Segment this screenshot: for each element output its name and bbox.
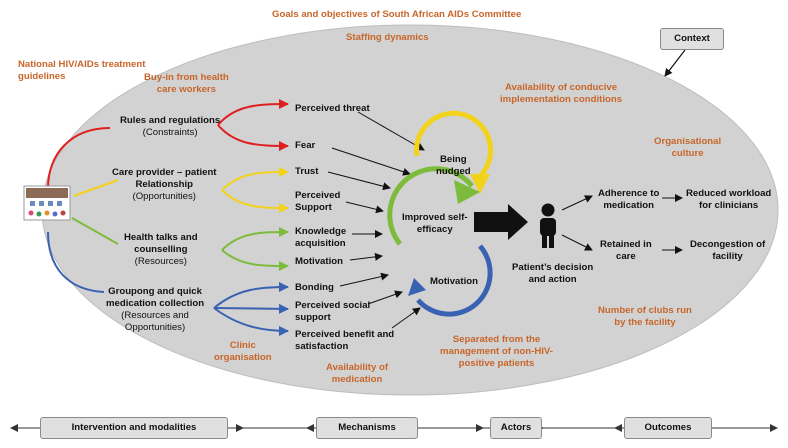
mechanism-perceived-threat: Perceived threat: [295, 103, 370, 114]
arrow-trust-cycle: [327, 171, 391, 191]
arrow-motivation-cycle: [349, 252, 383, 261]
bottom-arrow-right-head: [770, 424, 778, 432]
blue-connector: [47, 231, 105, 293]
blue-arrow-bonding: [213, 282, 289, 309]
green-cycle-arc: [387, 166, 474, 246]
context-box: Context: [660, 28, 724, 50]
green-cycle-head: [454, 180, 480, 204]
patient-person-icon: [540, 203, 556, 248]
diagram-title: Goals and objectives of South African AI…: [272, 9, 522, 20]
arrow-support-cycle: [345, 201, 384, 214]
intervention-rules: Rules and regulations(Constraints): [120, 115, 221, 138]
yellow-arrow-trust: [221, 167, 289, 191]
arrow-to-adherence: [561, 195, 593, 211]
red-connector: [47, 127, 111, 189]
blue-cycle-arc: [416, 244, 493, 317]
blue-cycle-head: [408, 278, 426, 296]
blue-arrow-benefit: [213, 307, 289, 336]
arrow-bonding-cycle: [339, 272, 389, 287]
blue-arrow-social: [213, 303, 289, 314]
bottom-arrow-head: [236, 424, 244, 432]
bottom-mechanisms-box: Mechanisms: [316, 417, 418, 439]
big-black-arrow: [474, 204, 528, 240]
bottom-arrow-head: [476, 424, 484, 432]
arrow-threat-cycle: [357, 111, 425, 151]
bottom-arrow-left-head: [10, 424, 18, 432]
yellow-arrow-support: [221, 189, 289, 213]
bottom-arrow-head: [614, 424, 622, 432]
yellow-cycle-arc: [414, 110, 494, 180]
arrow-social-cycle: [367, 290, 403, 305]
cycle-improved-efficacy: Improved self-efficacy: [402, 212, 468, 235]
cycle-motivation: Motivation: [430, 276, 478, 287]
green-arrow-knowledge: [221, 227, 289, 251]
mechanism-trust: Trust: [295, 166, 319, 177]
arrow-to-retained: [561, 234, 593, 251]
yellow-connector: [73, 179, 119, 197]
mechanism-fear: Fear: [295, 140, 316, 151]
arrow-benefit-cycle: [391, 307, 421, 329]
mechanism-bonding: Bonding: [295, 282, 334, 293]
arrow-fear-cycle: [331, 147, 411, 176]
context-arrow: [664, 49, 686, 77]
green-connector: [71, 217, 119, 245]
yellow-cycle-head: [470, 174, 490, 194]
staffing-label: Staffing dynamics: [346, 32, 429, 43]
red-arrow-fear: [217, 124, 289, 151]
clinic-building-icon: [23, 185, 71, 221]
green-arrow-motivation: [221, 249, 289, 271]
bottom-actors-box: Actors: [490, 417, 542, 439]
bottom-intervention-box: Intervention and modalities: [40, 417, 228, 439]
mechanism-motivation: Motivation: [295, 256, 343, 267]
bottom-outcomes-box: Outcomes: [624, 417, 712, 439]
bottom-arrow-head: [306, 424, 314, 432]
red-arrow-threat: [217, 99, 289, 126]
